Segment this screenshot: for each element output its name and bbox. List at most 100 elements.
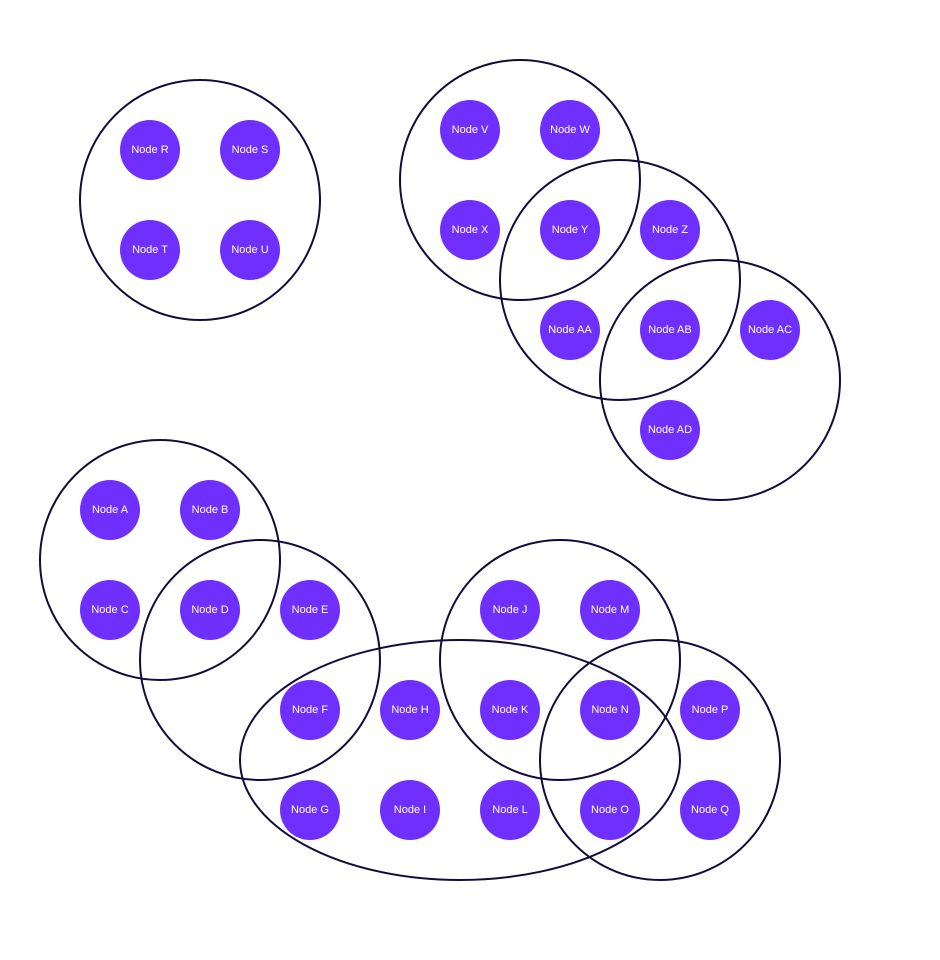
group-g5	[39, 439, 281, 681]
node-label: Node L	[492, 804, 527, 816]
node-circle	[640, 300, 700, 360]
node-label: Node AB	[648, 324, 691, 336]
node-circle	[380, 780, 440, 840]
node-a[interactable]: Node A	[80, 480, 140, 540]
node-d[interactable]: Node D	[180, 580, 240, 640]
node-circle	[440, 100, 500, 160]
node-label: Node H	[391, 704, 428, 716]
node-e[interactable]: Node E	[280, 580, 340, 640]
node-r[interactable]: Node R	[120, 120, 180, 180]
node-g[interactable]: Node G	[280, 780, 340, 840]
node-circle	[180, 480, 240, 540]
node-label: Node C	[91, 604, 128, 616]
node-b[interactable]: Node B	[180, 480, 240, 540]
node-circle	[740, 300, 800, 360]
node-circle	[120, 220, 180, 280]
node-n[interactable]: Node N	[580, 680, 640, 740]
node-circle	[280, 780, 340, 840]
node-label: Node J	[493, 604, 528, 616]
node-h[interactable]: Node H	[380, 680, 440, 740]
node-x[interactable]: Node X	[440, 200, 500, 260]
node-w[interactable]: Node W	[540, 100, 600, 160]
node-circle	[80, 480, 140, 540]
node-label: Node Q	[691, 804, 729, 816]
node-label: Node O	[591, 804, 629, 816]
node-label: Node G	[291, 804, 329, 816]
nodes-layer: Node R Node S Node T Node U Node V Node …	[80, 100, 800, 840]
node-circle	[280, 680, 340, 740]
node-m[interactable]: Node M	[580, 580, 640, 640]
node-i[interactable]: Node I	[380, 780, 440, 840]
group-g2	[399, 59, 641, 301]
node-label: Node Z	[652, 224, 688, 236]
node-ab[interactable]: Node AB	[640, 300, 700, 360]
node-label: Node S	[232, 144, 269, 156]
node-circle	[540, 300, 600, 360]
node-t[interactable]: Node T	[120, 220, 180, 280]
node-p[interactable]: Node P	[680, 680, 740, 740]
node-k[interactable]: Node K	[480, 680, 540, 740]
node-circle	[280, 580, 340, 640]
node-f[interactable]: Node F	[280, 680, 340, 740]
node-label: Node X	[452, 224, 489, 236]
node-label: Node I	[394, 804, 426, 816]
node-label: Node A	[92, 504, 129, 516]
node-circle	[180, 580, 240, 640]
node-circle	[480, 580, 540, 640]
node-z[interactable]: Node Z	[640, 200, 700, 260]
node-circle	[120, 120, 180, 180]
group-g4	[599, 259, 841, 501]
node-label: Node M	[591, 604, 630, 616]
node-circle	[680, 780, 740, 840]
group-g1	[79, 79, 321, 321]
node-circle	[580, 580, 640, 640]
group-g7	[239, 639, 681, 881]
node-circle	[220, 120, 280, 180]
node-circle	[580, 780, 640, 840]
node-ac[interactable]: Node AC	[740, 300, 800, 360]
group-g3	[499, 159, 741, 401]
node-label: Node U	[231, 244, 268, 256]
node-label: Node AA	[548, 324, 592, 336]
node-label: Node B	[192, 504, 229, 516]
node-label: Node V	[452, 124, 489, 136]
groups-layer	[39, 59, 841, 881]
node-circle	[640, 400, 700, 460]
node-label: Node K	[492, 704, 529, 716]
node-circle	[480, 780, 540, 840]
node-label: Node R	[131, 144, 168, 156]
node-label: Node D	[191, 604, 228, 616]
node-circle	[540, 100, 600, 160]
group-g9	[539, 639, 781, 881]
node-c[interactable]: Node C	[80, 580, 140, 640]
node-circle	[580, 680, 640, 740]
node-circle	[680, 680, 740, 740]
node-aa[interactable]: Node AA	[540, 300, 600, 360]
node-circle	[440, 200, 500, 260]
group-g8	[439, 539, 681, 781]
node-circle	[80, 580, 140, 640]
group-g6	[139, 539, 381, 781]
node-label: Node E	[292, 604, 329, 616]
node-u[interactable]: Node U	[220, 220, 280, 280]
node-circle	[640, 200, 700, 260]
node-label: Node Y	[552, 224, 589, 236]
node-circle	[220, 220, 280, 280]
node-v[interactable]: Node V	[440, 100, 500, 160]
node-label: Node W	[550, 124, 590, 136]
node-q[interactable]: Node Q	[680, 780, 740, 840]
node-label: Node AD	[648, 424, 692, 436]
node-label: Node P	[692, 704, 729, 716]
node-circle	[540, 200, 600, 260]
node-label: Node N	[591, 704, 628, 716]
node-j[interactable]: Node J	[480, 580, 540, 640]
node-circle	[380, 680, 440, 740]
node-ad[interactable]: Node AD	[640, 400, 700, 460]
node-o[interactable]: Node O	[580, 780, 640, 840]
node-s[interactable]: Node S	[220, 120, 280, 180]
node-label: Node T	[132, 244, 168, 256]
node-l[interactable]: Node L	[480, 780, 540, 840]
node-y[interactable]: Node Y	[540, 200, 600, 260]
